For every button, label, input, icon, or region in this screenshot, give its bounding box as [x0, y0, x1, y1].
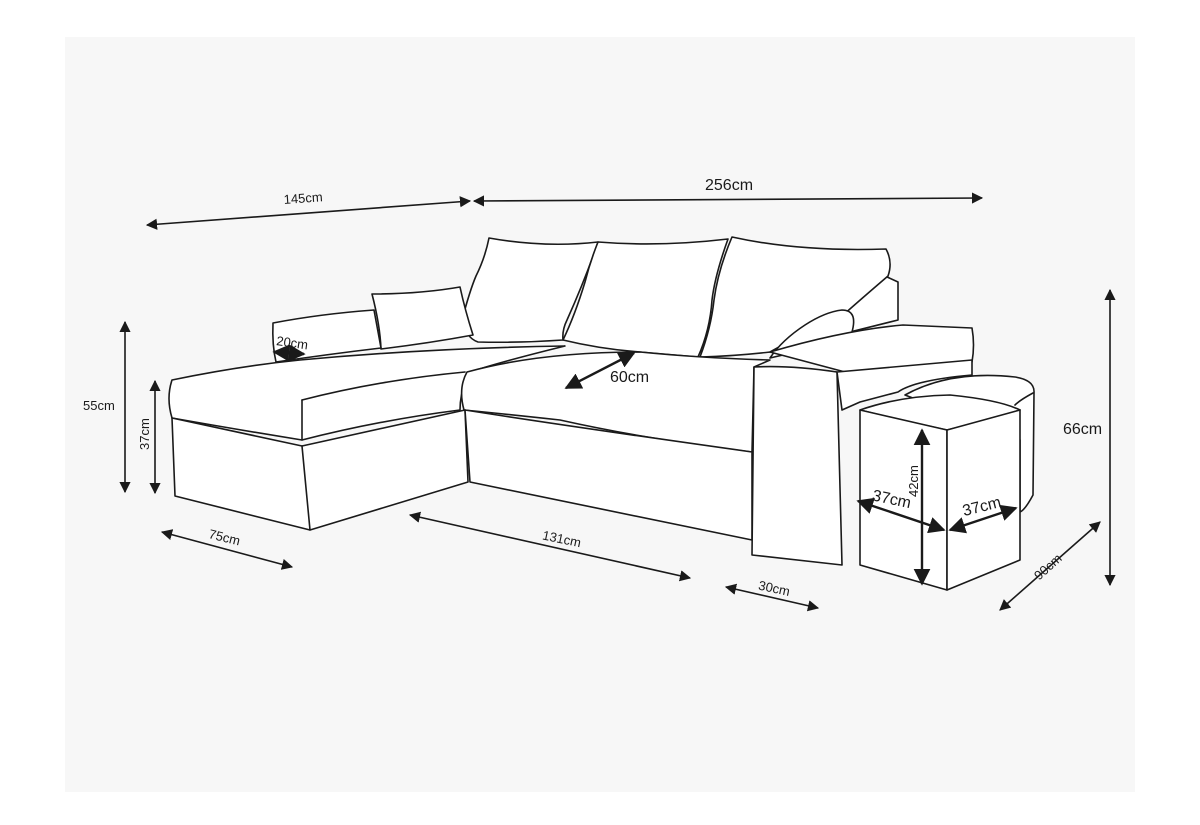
- arrow-90cm: [999, 521, 1101, 611]
- dimension-arrows: [119, 192, 1116, 612]
- label-chaise-length: 145cm: [283, 189, 323, 207]
- label-height: 66cm: [1063, 421, 1102, 438]
- label-armrest-width: 30cm: [757, 578, 791, 599]
- label-seat-depth: 60cm: [610, 369, 649, 386]
- arrow-256cm: [472, 192, 984, 207]
- main-base: [464, 409, 753, 541]
- label-seat-height: 55cm: [83, 398, 115, 413]
- label-overall-width: 256cm: [705, 177, 753, 194]
- label-backrest-thickness: 20cm: [275, 333, 309, 352]
- armrest-front: [751, 365, 843, 566]
- label-pouf-height: 42cm: [906, 465, 921, 497]
- arrow-30cm: [724, 583, 820, 612]
- dimension-labels: 145cm 256cm 66cm 90cm 55cm 37cm 75cm 131…: [83, 177, 1102, 599]
- arrow-60cm: [564, 351, 636, 390]
- arrow-pouf-depth: [948, 504, 1018, 534]
- arrow-145cm: [145, 196, 472, 230]
- throw-pillow-left: [371, 286, 474, 350]
- arrow-131cm: [408, 511, 692, 582]
- arrow-75cm: [160, 529, 294, 570]
- label-base-height: 37cm: [137, 418, 152, 450]
- armrest-side: [836, 359, 973, 411]
- label-chaise-width: 75cm: [207, 526, 241, 548]
- arrow-20cm: [272, 344, 306, 362]
